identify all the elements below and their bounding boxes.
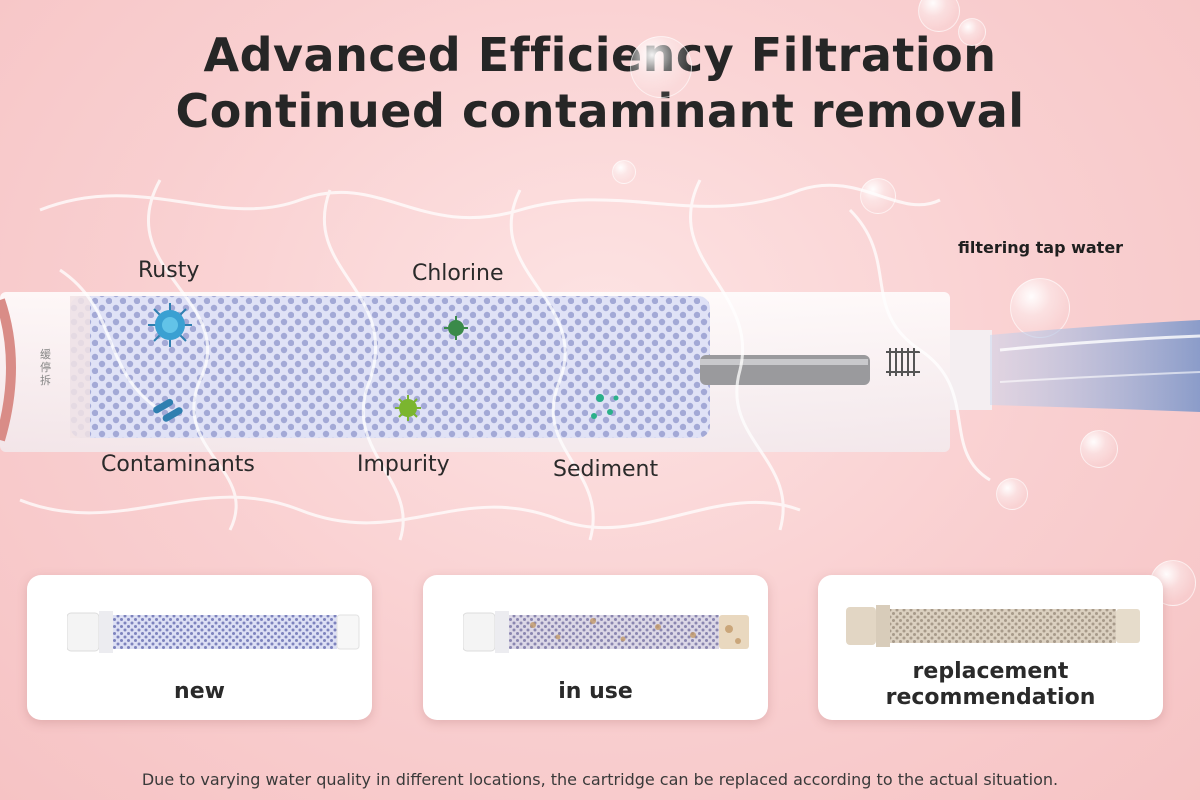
tap-water-label: filtering tap water	[958, 238, 1124, 257]
label-impurity: Impurity	[357, 452, 450, 477]
bubble-decoration	[958, 18, 986, 46]
label-sediment: Sediment	[553, 457, 659, 482]
filter-end-cap	[70, 296, 90, 438]
water-splash	[19, 179, 991, 541]
cartridge-replacement-image	[846, 605, 1140, 647]
heading-line-1: Advanced Efficiency Filtration	[203, 28, 997, 82]
filter-cutaway-illustration	[0, 179, 1200, 541]
stage-card-replacement: replacement recommendation	[818, 575, 1163, 720]
stage-label-new: new	[174, 679, 225, 704]
cartridge-in-use-image	[463, 611, 749, 653]
bubble-decoration	[1080, 430, 1118, 468]
outlet-nozzle	[950, 330, 992, 410]
germ-icon	[395, 395, 421, 421]
sediment-particles-icon	[591, 394, 619, 419]
stage-label-in-use: in use	[558, 679, 633, 704]
bubble-decoration	[630, 36, 692, 98]
housing-rim	[0, 298, 16, 442]
housing-markings: 缓停 拆	[40, 348, 51, 387]
stage-card-new: new	[27, 575, 372, 720]
bubble-decoration	[612, 160, 636, 184]
stage-card-in-use: in use	[423, 575, 768, 720]
bubble-decoration	[1010, 278, 1070, 338]
filter-mesh-cartridge	[70, 296, 710, 438]
cartridge-new-image	[67, 611, 360, 653]
stage-label-replacement: replacement recommendation	[885, 659, 1096, 710]
filter-diagram: 缓停 拆 Rusty Chlorine Contaminants Impurit…	[0, 150, 1200, 570]
heading-line-2: Continued contaminant removal	[175, 84, 1025, 138]
bubble-decoration	[996, 478, 1028, 510]
label-chlorine: Chlorine	[412, 261, 504, 286]
germ-icon	[444, 316, 468, 340]
label-contaminants: Contaminants	[101, 452, 255, 477]
bacteria-icon	[153, 398, 183, 422]
inner-rod-highlight	[700, 359, 868, 365]
virus-icon	[148, 303, 192, 347]
shower-handle-icon	[886, 348, 920, 376]
label-rusty: Rusty	[138, 258, 200, 283]
footnote: Due to varying water quality in differen…	[141, 770, 1059, 789]
water-stream	[990, 320, 1200, 412]
